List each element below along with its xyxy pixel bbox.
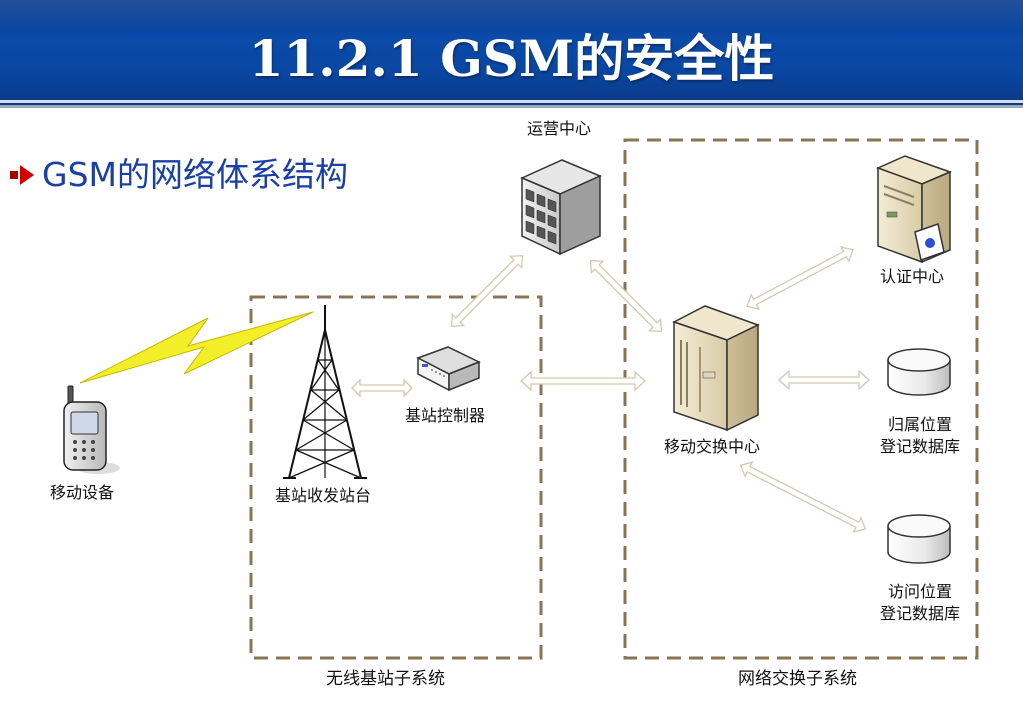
arrow-bsc-msc [520, 370, 646, 392]
radio-link-lightning [79, 311, 314, 384]
bullet-item: GSM的网络体系结构 [10, 152, 348, 198]
arrow-msc-vlr [739, 461, 867, 533]
mobile-label: 移动设备 [50, 483, 115, 502]
arrow-bts-bsc [351, 378, 413, 398]
banner-divider-dark [0, 105, 1023, 108]
network-subsystem-box [623, 138, 979, 660]
mobile-phone-icon [63, 385, 120, 474]
arrow-msc-hlr [778, 369, 870, 391]
hlr-label-line2: 登记数据库 [879, 437, 960, 456]
banner-divider-light [0, 100, 1023, 103]
msc-server-icon [672, 305, 760, 432]
auth-center-label: 认证中心 [880, 267, 945, 286]
radio-subsystem-label: 无线基站子系统 [326, 669, 445, 689]
bullet-text: GSM的网络体系结构 [42, 155, 348, 194]
slide-title: 11.2.1 GSM的安全性 [248, 29, 775, 88]
vlr-label-line2: 登记数据库 [879, 604, 960, 623]
arrow-ops-msc [589, 259, 663, 333]
arrow-bullet-icon [10, 165, 34, 185]
hlr-label: 归属位置 登记数据库 [872, 414, 968, 458]
hlr-database-icon [887, 348, 951, 396]
radio-subsystem-box [249, 295, 543, 660]
bsc-label: 基站控制器 [405, 406, 486, 425]
arrow-msc-auth [746, 246, 854, 310]
arrow-bsc-ops [450, 254, 524, 328]
ops-center-label: 运营中心 [527, 119, 592, 138]
cell-tower-icon [283, 305, 367, 479]
vlr-database-icon [887, 514, 951, 564]
vlr-label-line1: 访问位置 [887, 582, 952, 601]
bts-label: 基站收发站台 [275, 486, 372, 505]
auth-server-icon [875, 155, 953, 264]
bsc-device-icon [416, 346, 481, 392]
network-subsystem-label: 网络交换子系统 [738, 669, 857, 689]
connection-arrows [351, 246, 870, 533]
title-banner: 11.2.1 GSM的安全性 [0, 0, 1023, 108]
banner-shine [0, 0, 1023, 30]
msc-label: 移动交换中心 [664, 437, 761, 456]
hlr-label-line1: 归属位置 [887, 415, 952, 434]
vlr-label: 访问位置 登记数据库 [872, 581, 968, 625]
building-icon [520, 159, 602, 256]
